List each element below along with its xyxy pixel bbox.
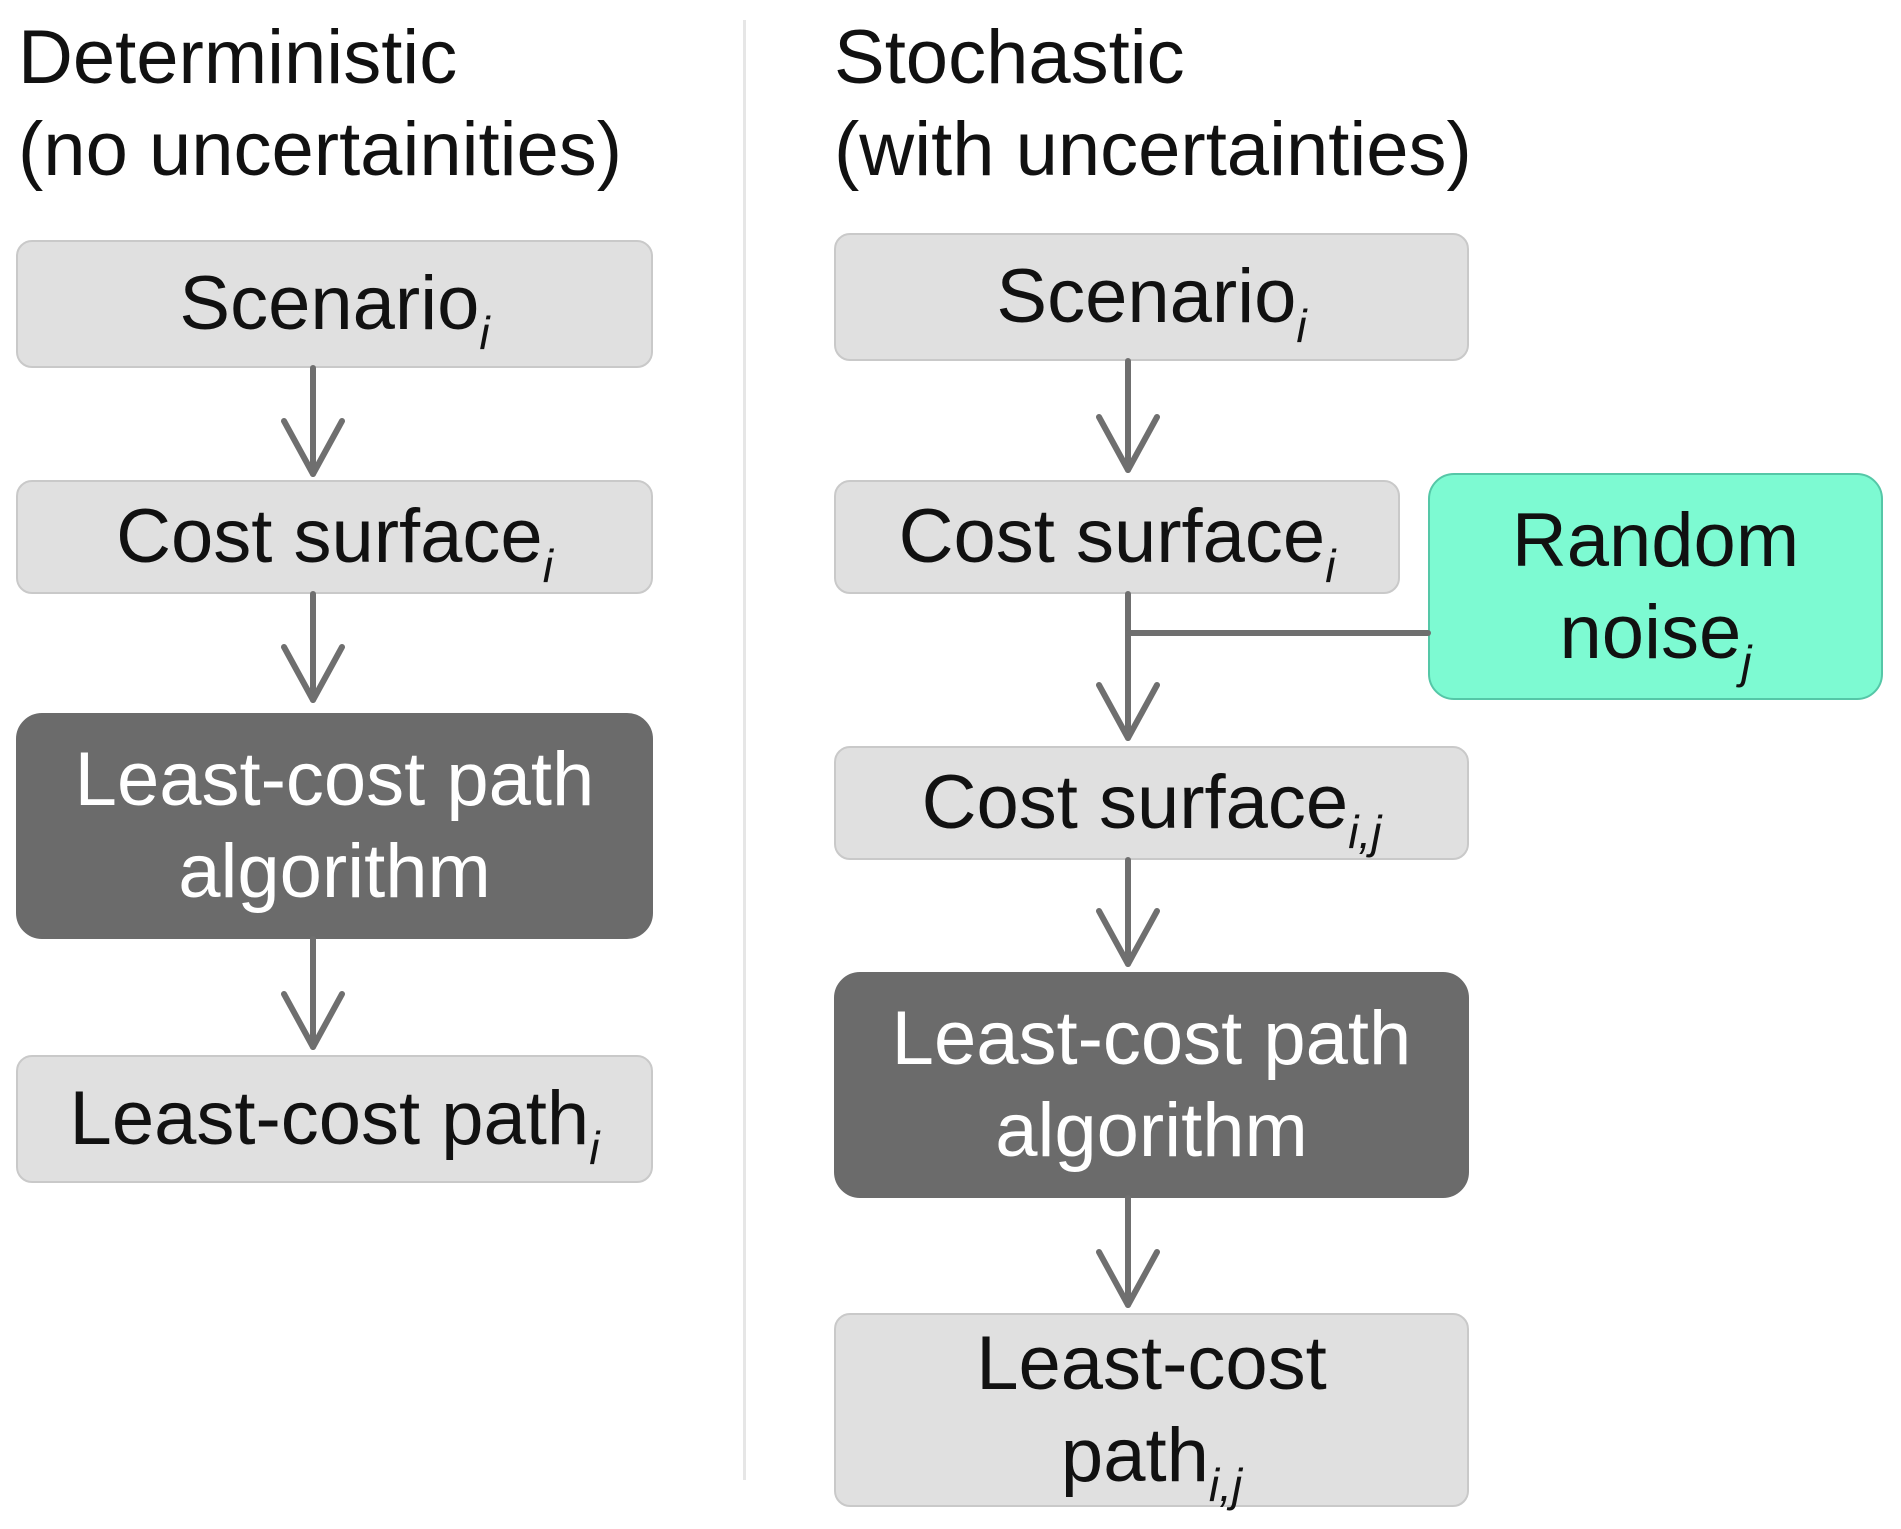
sto-path-line2: pathi,j xyxy=(1060,1413,1243,1511)
sto-arrow-cost-to-cost-ij xyxy=(1096,591,1160,741)
deterministic-subtitle: (no uncertainities) xyxy=(18,107,623,192)
det-algorithm-line1: Least-cost path xyxy=(74,737,595,822)
stochastic-heading: Stochastic (with uncertainties) xyxy=(834,12,1472,196)
random-noise-line1: Random xyxy=(1511,497,1800,583)
column-divider xyxy=(743,20,746,1480)
det-algorithm-box: Least-cost path algorithm xyxy=(16,713,653,939)
deterministic-title: Deterministic xyxy=(18,15,458,100)
sto-path-box: Least-cost pathi,j xyxy=(834,1313,1469,1511)
sto-algorithm-line2: algorithm xyxy=(995,1088,1308,1173)
det-path-box: Least-cost pathi xyxy=(16,1055,653,1183)
det-scenario-text: Scenarioi xyxy=(179,261,490,359)
random-noise-line2: noisej xyxy=(1559,589,1752,688)
sto-arrow-cost-ij-to-algorithm xyxy=(1096,857,1160,967)
det-cost-surface-text: Cost surfacei xyxy=(116,494,553,592)
sto-scenario-text: Scenarioi xyxy=(996,254,1307,352)
det-path-text: Least-cost pathi xyxy=(69,1076,600,1174)
sto-path-line1: Least-cost xyxy=(976,1321,1327,1406)
stochastic-title: Stochastic xyxy=(834,15,1185,100)
det-arrow-cost-to-algorithm xyxy=(281,591,345,703)
det-arrow-algorithm-to-path xyxy=(281,936,345,1050)
sto-algorithm-box: Least-cost path algorithm xyxy=(834,972,1469,1198)
det-arrow-scenario-to-cost xyxy=(281,365,345,477)
stochastic-subtitle: (with uncertainties) xyxy=(834,107,1472,192)
sto-arrow-algorithm-to-path xyxy=(1096,1195,1160,1308)
deterministic-heading: Deterministic (no uncertainities) xyxy=(18,12,622,196)
sto-cost-surface-ij-box: Cost surfacei,j xyxy=(834,746,1469,860)
det-scenario-box: Scenarioi xyxy=(16,240,653,368)
sto-arrow-scenario-to-cost xyxy=(1096,358,1160,473)
sto-algorithm-line1: Least-cost path xyxy=(891,996,1412,1081)
sto-cost-surface-ij-text: Cost surfacei,j xyxy=(921,760,1382,858)
sto-cost-surface-box: Cost surfacei xyxy=(834,480,1400,594)
det-cost-surface-box: Cost surfacei xyxy=(16,480,653,594)
det-algorithm-line2: algorithm xyxy=(178,829,491,914)
random-noise-box: Random noisej xyxy=(1428,473,1883,700)
sto-cost-surface-text: Cost surfacei xyxy=(898,494,1336,592)
sto-scenario-box: Scenarioi xyxy=(834,233,1469,361)
